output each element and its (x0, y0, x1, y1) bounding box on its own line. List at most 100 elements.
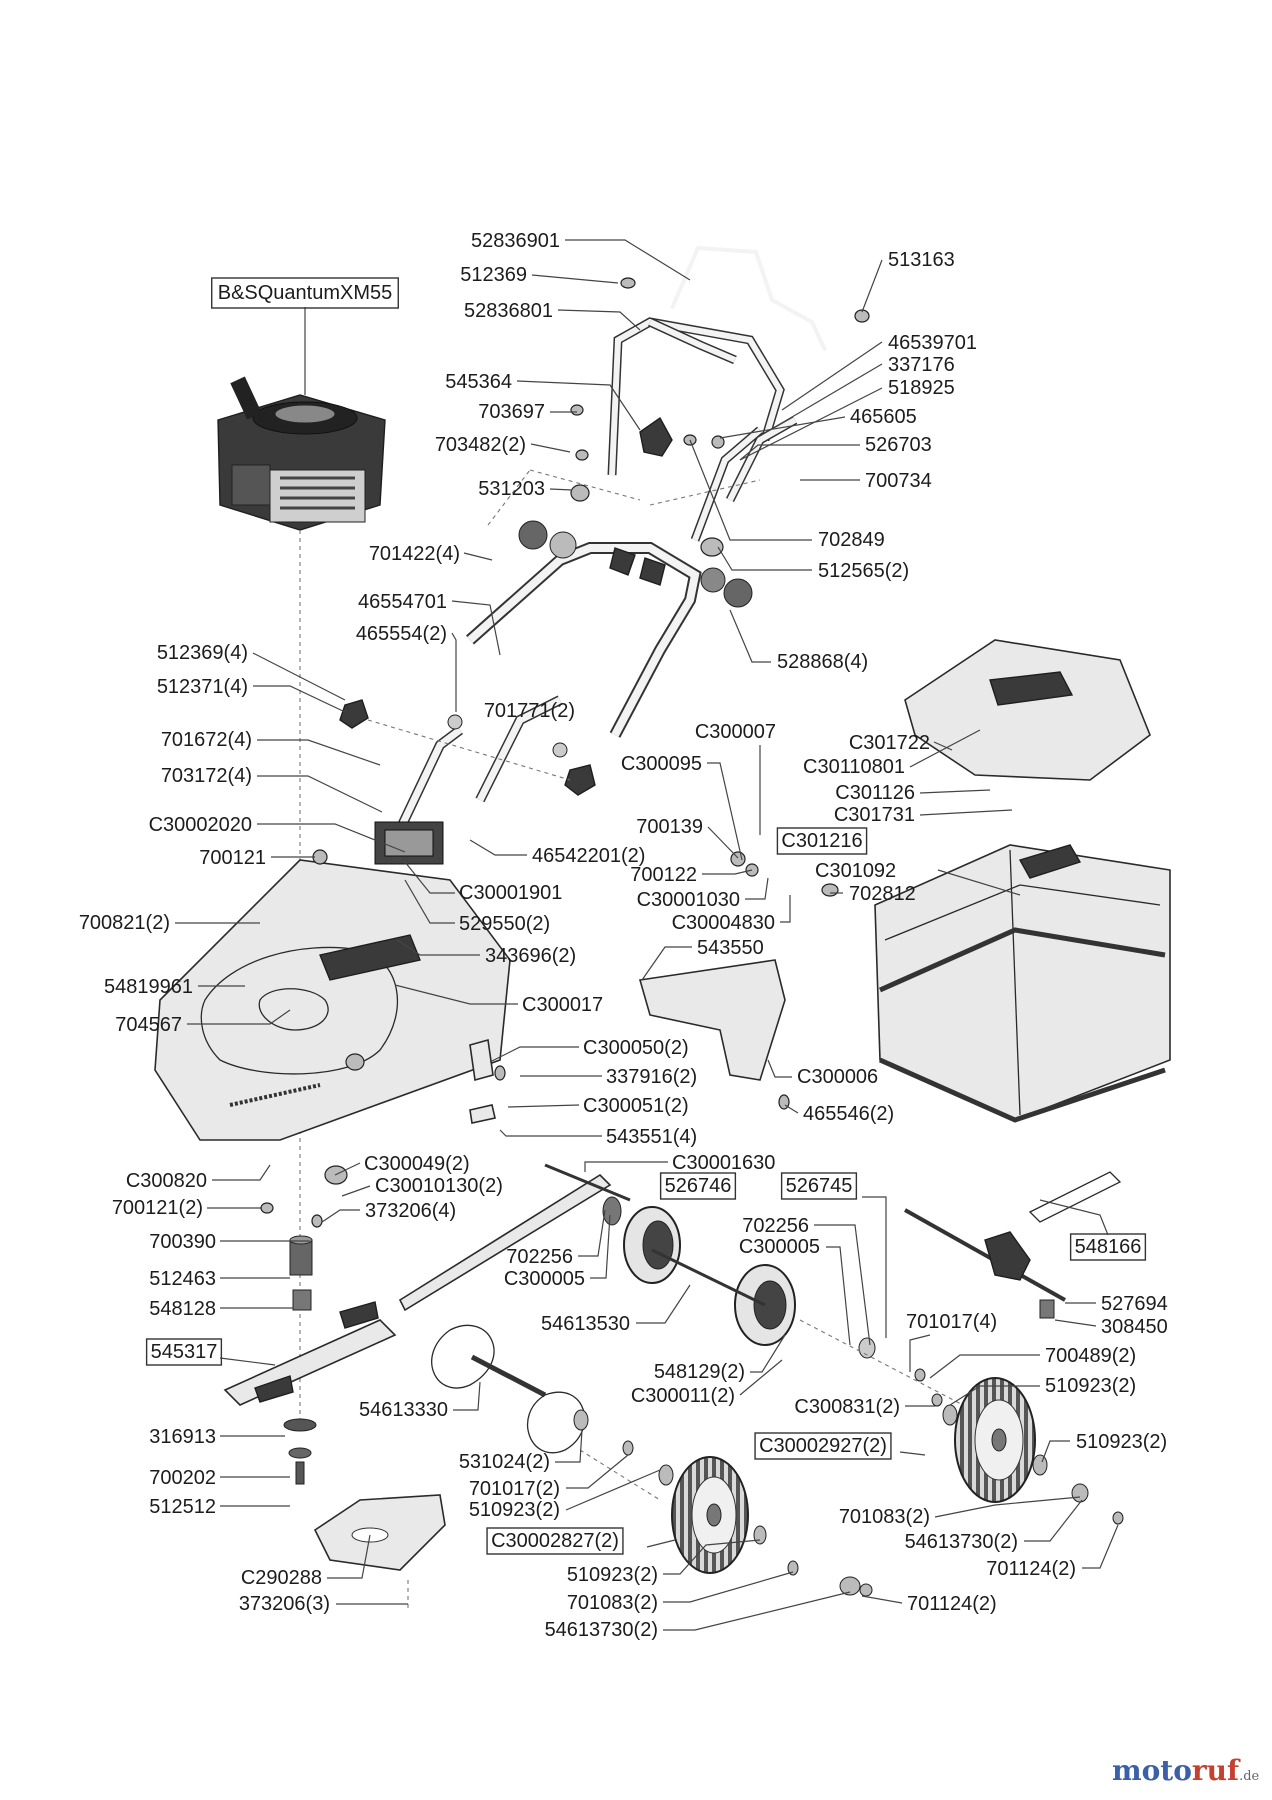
leader-line-l037 (937, 869, 1021, 896)
engine-illustration (217, 376, 386, 531)
leader-line-l079 (949, 1385, 1040, 1406)
leader-line-l020 (729, 609, 771, 663)
part-label-l002: 512369 (460, 264, 527, 286)
leader-line-l059 (341, 1185, 371, 1197)
leader-line-l006 (769, 363, 883, 431)
watermark-part2: ruf (1191, 1754, 1240, 1787)
leader-line-l058 (334, 1162, 361, 1176)
part-label-l030: C301126 (835, 782, 915, 804)
part-label-l038: 700122 (630, 864, 697, 886)
leader-line-l077 (929, 1354, 1040, 1379)
leader-line-l015 (689, 439, 812, 541)
part-label-l037: C301092 (815, 860, 896, 882)
part-label-l048: C300017 (522, 994, 603, 1016)
part-label-l040: C30001901 (459, 882, 562, 904)
leader-line-l051 (767, 1059, 792, 1078)
part-label-l069: 512463 (149, 1268, 216, 1290)
leader-line-l005 (781, 341, 883, 411)
part-label-l010: 703697 (478, 401, 545, 423)
part-label-l004: 52836801 (464, 300, 553, 322)
part-label-l032: C30002020 (149, 814, 252, 836)
part-label-l012: 703482(2) (435, 434, 526, 456)
leader-line-l068 (578, 1209, 606, 1257)
leader-line-l044 (780, 895, 791, 923)
leader-line-l016 (463, 552, 493, 561)
watermark-part1: moto (1112, 1754, 1192, 1787)
leader-line-l022 (253, 685, 346, 713)
leader-line-l038 (702, 869, 753, 875)
leader-line-l053 (507, 1104, 580, 1108)
part-label-l011: 526703 (865, 434, 932, 456)
leader-line-l011 (739, 444, 860, 461)
leader-line-l056 (584, 1161, 668, 1172)
leader-line-l094 (1082, 1524, 1119, 1569)
leader-line-l050 (489, 1046, 579, 1063)
part-label-l080: C300011(2) (631, 1385, 735, 1407)
part-label-l093: C30002827(2) (491, 1530, 619, 1552)
leader-line-l099 (861, 1595, 903, 1604)
leader-line-l035 (469, 839, 527, 856)
part-label-l075: 701017(4) (906, 1311, 997, 1333)
leader-line-l064 (814, 1224, 871, 1346)
leader-line-l095 (327, 1534, 371, 1579)
leader-line-l046 (396, 939, 480, 956)
part-label-l043: 529550(2) (459, 913, 550, 935)
label-box-l093 (486, 1527, 624, 1555)
leader-line-l078 (750, 1334, 786, 1373)
leader-line-l004 (557, 309, 641, 331)
part-label-l003: 513163 (888, 249, 955, 271)
part-label-l028: C30110801 (803, 756, 905, 778)
part-label-l100: 54613730(2) (545, 1619, 658, 1641)
leader-line-l014 (549, 488, 573, 491)
part-label-l077: 700489(2) (1045, 1345, 1136, 1367)
leader-line-l031 (919, 809, 1013, 816)
leader-line-l054 (784, 1104, 799, 1114)
part-label-l019: 465554(2) (356, 623, 447, 645)
leader-line-l080 (739, 1359, 783, 1396)
deck-illustration (154, 821, 511, 1141)
leader-line-l057 (212, 1164, 271, 1181)
part-label-l033: 700139 (636, 816, 703, 838)
label-box-l084 (754, 1432, 892, 1460)
leader-line-l049 (187, 1009, 291, 1025)
leader-line-l026 (933, 741, 953, 751)
part-label-l047: 54819961 (104, 976, 193, 998)
part-label-l087: 700202 (149, 1467, 216, 1489)
leader-line-l019 (451, 632, 457, 712)
part-label-l027: C300095 (621, 753, 702, 775)
part-label-l024: C300007 (695, 721, 776, 743)
part-label-l055: 543551(4) (606, 1126, 697, 1148)
grass-bag-illustration (638, 639, 1171, 1123)
part-label-l097: 373206(3) (239, 1593, 330, 1615)
part-label-l084: C30002927(2) (759, 1435, 887, 1457)
part-label-l088: 701017(2) (469, 1478, 560, 1500)
part-label-l062: 700121(2) (112, 1197, 203, 1219)
leader-line-l066 (826, 1246, 851, 1346)
part-label-l060: 526746 (665, 1175, 732, 1197)
part-label-l099: 701124(2) (907, 1593, 997, 1615)
part-label-l057: C300820 (126, 1170, 207, 1192)
part-label-l052: 337916(2) (606, 1066, 697, 1088)
part-label-l078: 548129(2) (654, 1361, 745, 1383)
leader-line-l008 (516, 380, 641, 431)
part-label-l086: 531024(2) (459, 1451, 550, 1473)
leader-line-l030 (919, 789, 991, 794)
label-box-l034 (776, 827, 868, 855)
leader-line-l067 (1039, 1199, 1109, 1236)
leader-line-l093 (646, 1539, 676, 1548)
part-label-l005: 46539701 (888, 332, 977, 354)
leader-line-l012 (530, 443, 571, 453)
part-label-l068: 702256 (506, 1246, 573, 1268)
part-label-l082: C300831(2) (794, 1396, 900, 1418)
leader-line-l032 (257, 823, 406, 853)
leader-line-l048 (394, 984, 518, 1005)
leader-line-l003 (861, 259, 883, 313)
part-label-l098: 701083(2) (567, 1592, 658, 1614)
part-label-l001: 52836901 (471, 230, 560, 252)
part-label-l050: C300050(2) (583, 1037, 689, 1059)
leader-line-l084 (899, 1451, 926, 1456)
part-label-l041: C30001030 (637, 889, 740, 911)
part-label-l015: 702849 (818, 529, 885, 551)
leader-line-l100 (663, 1591, 851, 1631)
part-label-l061: 526745 (786, 1175, 853, 1197)
